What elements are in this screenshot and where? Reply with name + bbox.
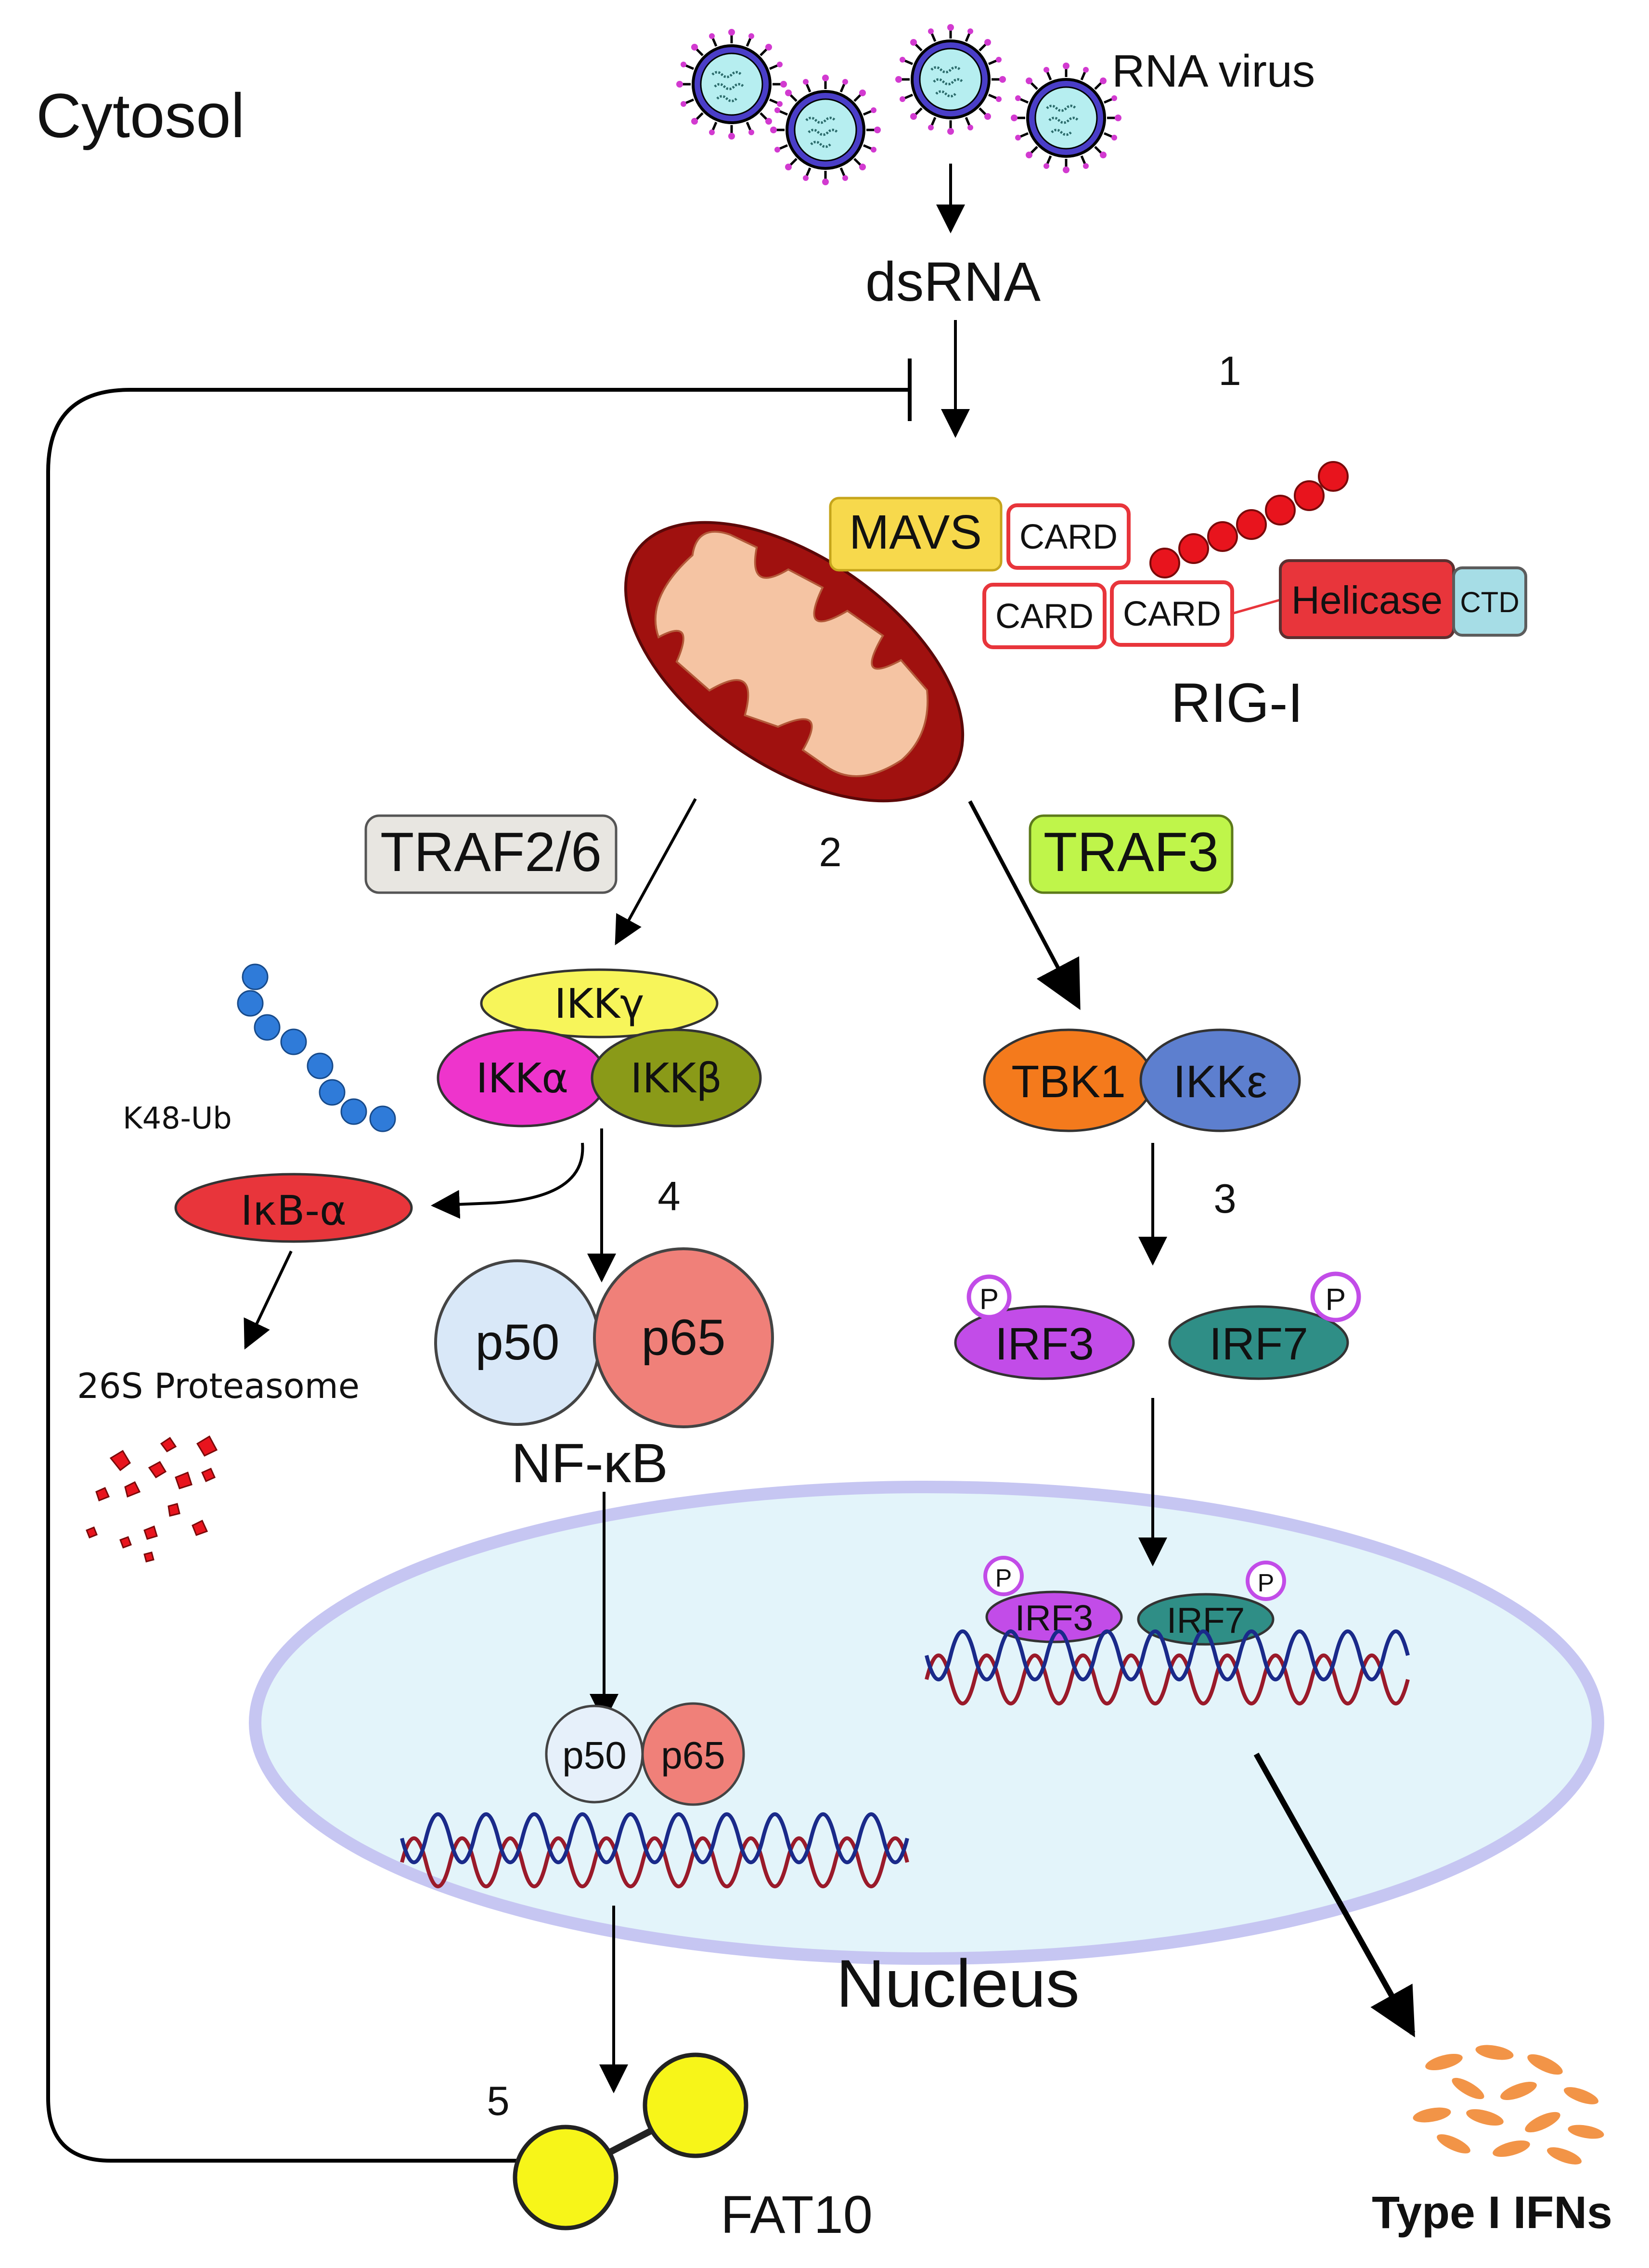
irf7 bbox=[1168, 1305, 1349, 1380]
rna-virus-icon bbox=[676, 24, 1121, 185]
degradation-fragments bbox=[86, 1435, 218, 1563]
ctd-domain bbox=[1452, 566, 1527, 637]
proteasome-label: 26S Proteasome bbox=[77, 1366, 360, 1406]
traf3-box bbox=[1029, 814, 1234, 894]
type1-ifns-label: Type I IFNs bbox=[1372, 2187, 1612, 2238]
irf3-phospho-label: P bbox=[979, 1283, 999, 1315]
traf3-label: TRAF3 bbox=[1044, 821, 1219, 883]
ikk-gamma bbox=[480, 968, 719, 1038]
cytosol-label: Cytosol bbox=[36, 80, 245, 151]
nuclear-irf3-phospho-badge bbox=[983, 1556, 1024, 1596]
tbk1-label: TBK1 bbox=[1011, 1056, 1126, 1107]
irf7-phospho-label: P bbox=[1326, 1282, 1346, 1317]
nfkb-p65-label: p65 bbox=[641, 1309, 725, 1366]
nfkb-p50-label: p50 bbox=[475, 1314, 559, 1371]
mavs-card-domain bbox=[1006, 503, 1131, 570]
traf26-box bbox=[364, 814, 618, 894]
mitochondrion-icon bbox=[624, 521, 965, 803]
step-3-label: 3 bbox=[1213, 1176, 1236, 1222]
irf7-label: IRF7 bbox=[1209, 1319, 1308, 1370]
nuclear-irf7-phospho-badge bbox=[1246, 1561, 1286, 1601]
step-4-label: 4 bbox=[657, 1174, 680, 1219]
rna-virus-label: RNA virus bbox=[1112, 46, 1315, 97]
ikk-epsilon-label: IKKε bbox=[1173, 1056, 1267, 1107]
ikb-alpha-label: IκB-α bbox=[241, 1187, 347, 1235]
nuclear-irf7-phospho-label: P bbox=[1258, 1569, 1275, 1597]
ikk-beta-label: IKKβ bbox=[631, 1055, 722, 1102]
irf3-phospho-badge bbox=[966, 1274, 1012, 1320]
k48-ubiquitin-chain bbox=[237, 963, 396, 1132]
irf3 bbox=[954, 1305, 1135, 1380]
rigi-card-domain-1 bbox=[982, 583, 1107, 649]
dna-helix-irf bbox=[925, 1629, 1410, 1705]
ikk-epsilon bbox=[1139, 1028, 1301, 1132]
rna-bead-chain bbox=[1149, 461, 1349, 578]
irf-to-ifn-arrow bbox=[1253, 1753, 1416, 2037]
ikk-beta bbox=[591, 1028, 762, 1128]
step-2-label: 2 bbox=[819, 830, 841, 875]
ikb-alpha bbox=[174, 1173, 413, 1243]
nfkb-p65 bbox=[593, 1247, 774, 1428]
helicase-label: Helicase bbox=[1291, 578, 1443, 622]
dsrna-label: dsRNA bbox=[865, 251, 1041, 313]
nucleus-membrane bbox=[249, 1481, 1604, 1965]
nuclear-irf3 bbox=[985, 1590, 1123, 1643]
step-5-label: 5 bbox=[487, 2078, 509, 2124]
dna-helix-nfkb bbox=[400, 1812, 909, 1888]
nuclear-irf3-label: IRF3 bbox=[1015, 1598, 1094, 1638]
nuclear-p50-label: p50 bbox=[562, 1734, 626, 1777]
nfkb-label: NF-κB bbox=[511, 1433, 668, 1494]
type1-ifn-particles bbox=[1413, 2045, 1604, 2165]
ikk-gamma-label: IKKγ bbox=[554, 980, 644, 1028]
mavs-label: MAVS bbox=[849, 505, 982, 559]
ikk-to-ikb-arrow bbox=[431, 1142, 584, 1219]
nucleus-label: Nucleus bbox=[836, 1946, 1080, 2021]
step-1-label: 1 bbox=[1218, 348, 1241, 394]
traf26-label: TRAF2/6 bbox=[380, 821, 602, 883]
card-helicase-linker bbox=[1232, 598, 1283, 615]
fat10-label: FAT10 bbox=[721, 2185, 873, 2244]
nuclear-p65 bbox=[641, 1702, 745, 1806]
rigi-card-label-1: CARD bbox=[995, 597, 1094, 636]
nuclear-irf7 bbox=[1137, 1593, 1275, 1646]
irf3-label: IRF3 bbox=[995, 1319, 1094, 1370]
ikk-alpha-label: IKKα bbox=[476, 1055, 569, 1102]
nuclear-irf3-phospho-label: P bbox=[995, 1564, 1012, 1592]
fat10-feedback-inhibition-line bbox=[46, 388, 910, 2163]
mavs-card-label: CARD bbox=[1019, 518, 1118, 556]
irf7-phospho-badge bbox=[1310, 1271, 1361, 1322]
fat10-icon bbox=[513, 2052, 748, 2230]
mito-to-tbk1-arrow bbox=[968, 800, 1081, 1010]
rig-i-label: RIG-I bbox=[1171, 672, 1303, 734]
rigi-card-label-2: CARD bbox=[1123, 595, 1221, 633]
mavs-box bbox=[829, 497, 1003, 572]
ctd-label: CTD bbox=[1460, 586, 1519, 618]
ikb-to-proteasome-arrow bbox=[244, 1250, 293, 1350]
k48-ub-label: K48-Ub bbox=[123, 1101, 232, 1136]
nuclear-p65-label: p65 bbox=[661, 1734, 725, 1777]
mito-to-ikk-arrow bbox=[615, 798, 697, 946]
